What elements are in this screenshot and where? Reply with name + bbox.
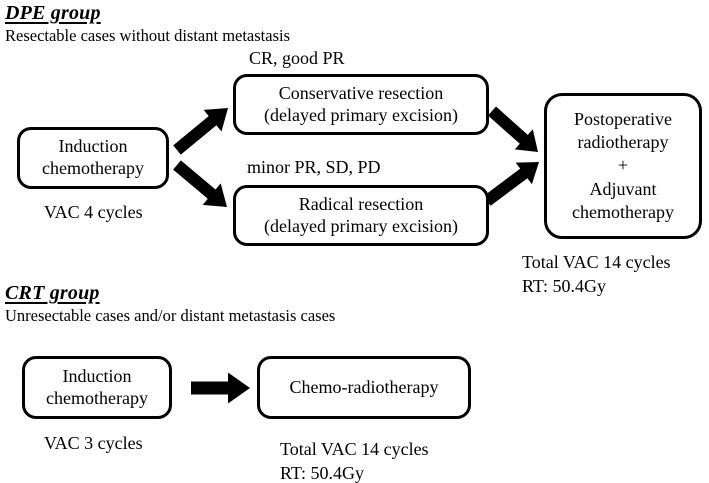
dpe-vac-cycles-note: VAC 4 cycles [44,202,143,222]
arrow-conservative-to-postop [488,106,538,152]
arrow-induction-to-chemoradio [191,372,250,404]
crt-outcome-note: Total VAC 14 cycles RT: 50.4Gy [280,439,429,483]
conservative-resection-box: Conservative resection (delayed primary … [233,74,489,135]
dpe-outcome-note: Total VAC 14 cycles RT: 50.4Gy [522,252,671,296]
postoperative-therapy-box: Postoperative radiotherapy + Adjuvant ch… [544,93,702,239]
chemo-radiotherapy-box: Chemo-radiotherapy [257,356,471,419]
arrow-radical-to-postop [483,162,539,206]
dpe-group-heading: DPE group [5,2,101,24]
arrow-induction-to-radical [173,160,227,207]
arrow-induction-to-conservative [173,108,228,155]
dpe-group-subtitle: Resectable cases without distant metasta… [5,26,291,45]
crt-vac-cycles-note: VAC 3 cycles [44,433,143,453]
radical-resection-box: Radical resection (delayed primary excis… [233,185,489,246]
crt-group-subtitle: Unresectable cases and/or distant metast… [5,306,336,325]
crt-group-heading: CRT group [5,282,100,304]
dpe-induction-chemotherapy-box: Induction chemotherapy [17,127,169,189]
response-label-minor-pr-sd-pd: minor PR, SD, PD [247,157,381,177]
crt-induction-chemotherapy-box: Induction chemotherapy [22,356,172,419]
response-label-cr-good-pr: CR, good PR [249,48,345,68]
